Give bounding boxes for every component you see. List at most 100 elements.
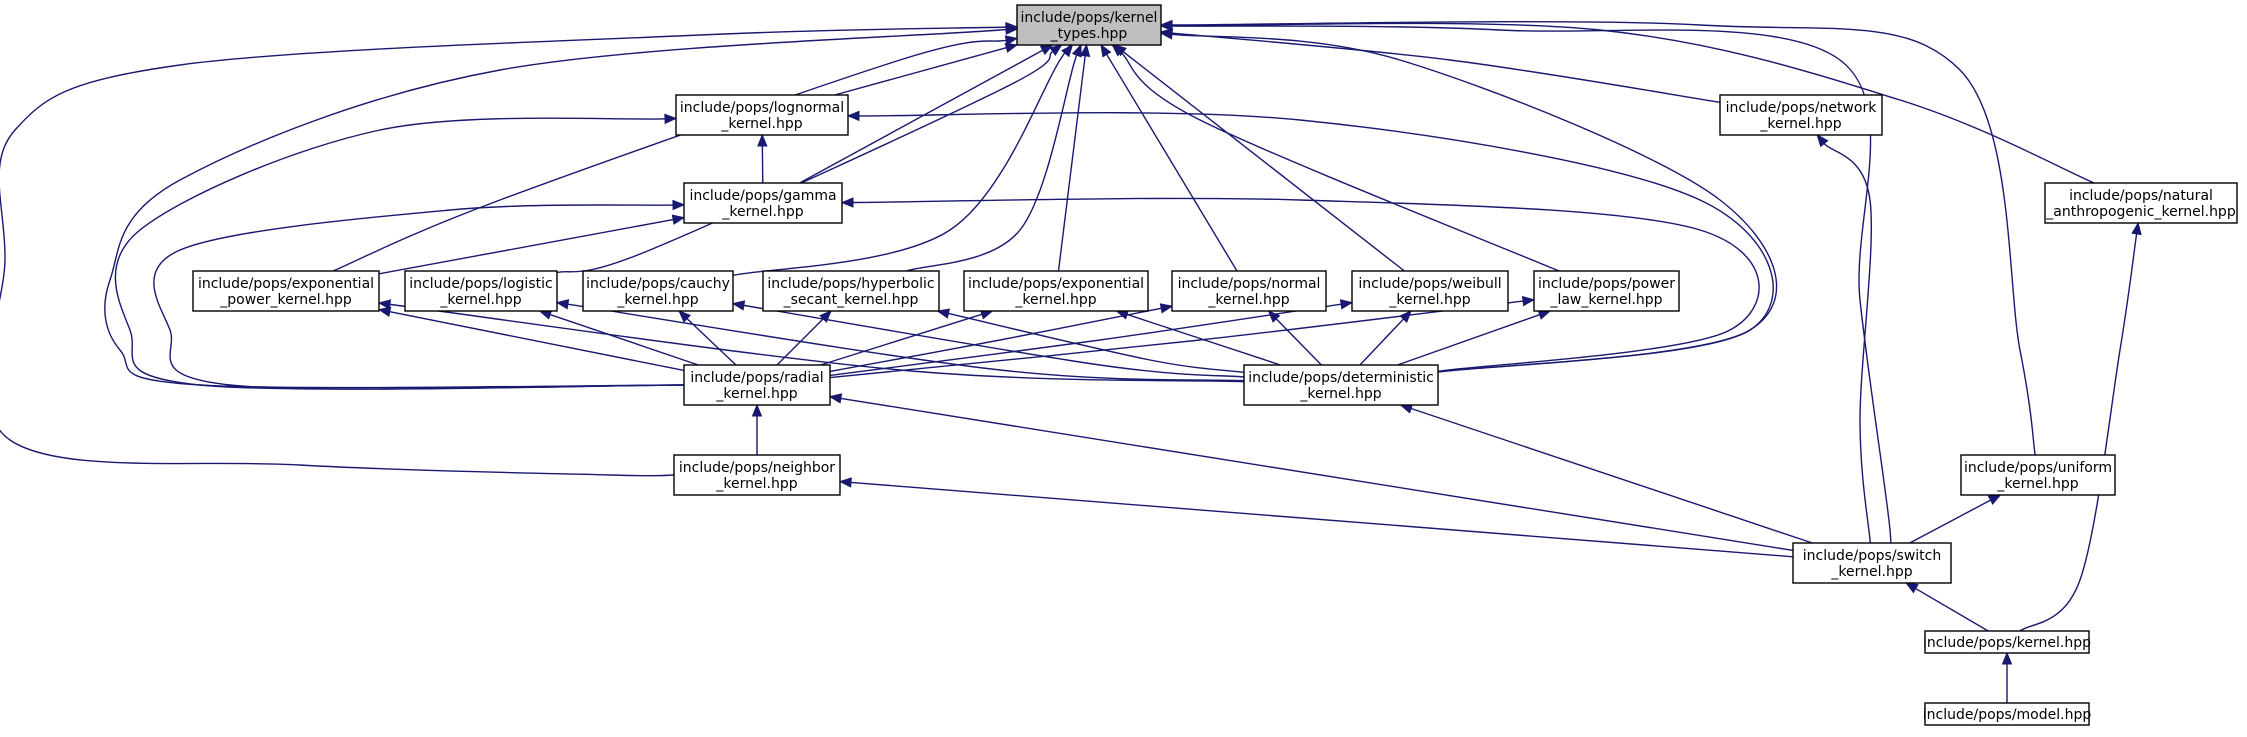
node-label-line: include/pops/kernel <box>1021 10 1158 26</box>
edge-line <box>858 111 1774 373</box>
node-gamma[interactable]: include/pops/gamma_kernel.hpp <box>683 182 843 224</box>
node-uniform[interactable]: include/pops/uniform_kernel.hpp <box>1960 454 2116 496</box>
node-label-line: include/pops/deterministic <box>1248 370 1434 386</box>
node-label-line: _kernel.hpp <box>1996 476 2078 492</box>
edge-switch-to-uniform <box>1909 494 2002 544</box>
node-natural[interactable]: include/pops/natural_anthropogenic_kerne… <box>2044 182 2238 224</box>
edge-deterministic-to-weibull <box>1359 310 1412 366</box>
node-box <box>1016 4 1162 46</box>
edge-deterministic-to-cauchy <box>731 300 1245 378</box>
arrowhead <box>1061 43 1074 58</box>
edge-line <box>1171 22 2095 184</box>
node-deterministic[interactable]: include/pops/deterministic_kernel.hpp <box>1243 364 1439 406</box>
arrowhead <box>1071 43 1082 58</box>
node-label-line: _kernel.hpp <box>1207 292 1289 308</box>
arrowhead <box>840 197 854 208</box>
edge-lognormal-to-kernel_types <box>834 42 1019 96</box>
node-neighbor[interactable]: include/pops/neighbor_kernel.hpp <box>673 454 841 496</box>
edge-line <box>1909 499 1991 544</box>
edge-power_law-to-kernel_types <box>1111 44 1560 272</box>
node-switch[interactable]: include/pops/switch_kernel.hpp <box>1792 542 1952 584</box>
edge-neighbor-to-kernel_types <box>0 21 1019 477</box>
edge-kernel-to-natural <box>2019 221 2142 632</box>
arrowhead <box>377 306 392 317</box>
node-box <box>582 270 734 312</box>
node-exponential[interactable]: include/pops/exponential_kernel.hpp <box>963 270 1149 312</box>
node-exp-power[interactable]: include/pops/exponential_power_kernel.hp… <box>192 270 380 312</box>
edge-line <box>829 303 1342 377</box>
node-box <box>1533 270 1680 312</box>
node-label-line: _kernel.hpp <box>439 292 521 308</box>
edge-line <box>1120 51 1560 272</box>
edge-line <box>567 303 1245 382</box>
node-normal[interactable]: include/pops/normal_kernel.hpp <box>1171 270 1327 312</box>
node-label-line: _kernel.hpp <box>720 116 802 132</box>
arrowhead <box>1079 43 1091 58</box>
edge-model-to-kernel <box>2001 651 2013 703</box>
edge-line <box>799 49 1044 184</box>
edge-line <box>840 397 1794 552</box>
arrowhead <box>1267 310 1281 323</box>
edge-deterministic-to-gamma <box>840 197 1760 372</box>
node-label-line: include/pops/cauchy <box>586 276 730 292</box>
edge-logistic-to-kernel_types <box>556 44 1063 274</box>
edge-switch-to-deterministic <box>1399 403 1813 544</box>
arrowhead <box>1159 27 1173 39</box>
node-model[interactable]: include/pops/model.hpp <box>1923 702 2092 726</box>
node-weibull[interactable]: include/pops/weibull_kernel.hpp <box>1351 270 1509 312</box>
node-box <box>762 270 940 312</box>
node-lognormal[interactable]: include/pops/lognormal_kernel.hpp <box>675 94 849 136</box>
node-network[interactable]: include/pops/network_kernel.hpp <box>1719 94 1883 136</box>
edge-radial-to-gamma <box>153 199 686 390</box>
node-box <box>1924 702 2090 726</box>
node-kernel[interactable]: include/pops/kernel.hpp <box>1923 630 2091 654</box>
node-cauchy[interactable]: include/pops/cauchy_kernel.hpp <box>582 270 734 312</box>
node-power-law[interactable]: include/pops/power_law_kernel.hpp <box>1533 270 1680 312</box>
node-label-line: _kernel.hpp <box>715 386 797 402</box>
node-label-line: include/pops/uniform <box>1964 460 2112 476</box>
arrowhead <box>678 310 692 323</box>
edge-hyperbolic-to-kernel_types <box>906 43 1082 272</box>
edge-line <box>332 39 1007 272</box>
edge-line <box>948 312 1245 373</box>
node-label-line: _kernel.hpp <box>715 476 797 492</box>
node-logistic[interactable]: include/pops/logistic_kernel.hpp <box>404 270 558 312</box>
node-box <box>192 270 380 312</box>
edge-neighbor-to-radial <box>751 403 763 455</box>
node-box <box>2044 182 2238 224</box>
node-label-line: _types.hpp <box>1050 26 1128 42</box>
node-label-line: include/pops/gamma <box>689 188 836 204</box>
node-box <box>404 270 558 312</box>
edge-cauchy-to-kernel_types <box>732 43 1074 277</box>
node-label-line: _power_kernel.hpp <box>219 292 352 308</box>
arrowhead <box>2001 651 2013 665</box>
node-box <box>683 182 843 224</box>
edge-deterministic-to-lognormal <box>846 110 1774 373</box>
edge-line <box>686 318 737 366</box>
edge-line <box>1122 51 1405 272</box>
edge-line <box>820 313 983 366</box>
node-radial[interactable]: include/pops/radial_kernel.hpp <box>683 364 831 406</box>
node-label-line: _kernel.hpp <box>1388 292 1470 308</box>
edge-network-to-kernel_types <box>1159 27 1721 103</box>
node-kernel-types[interactable]: include/pops/kernel_types.hpp <box>1016 4 1162 46</box>
node-label-line: include/pops/switch <box>1803 548 1941 564</box>
edge-switch-to-neighbor <box>838 477 1794 558</box>
arrowhead <box>1111 44 1125 57</box>
edge-deterministic-to-logistic <box>555 299 1245 382</box>
edge-line <box>0 26 1007 477</box>
node-label-line: include/pops/power <box>1538 276 1675 292</box>
node-label-line: _law_kernel.hpp <box>1549 292 1662 308</box>
node-label-line: _kernel.hpp <box>721 204 803 220</box>
arrowhead <box>1100 43 1112 58</box>
edge-line <box>389 303 1245 383</box>
arrowhead <box>838 477 852 488</box>
edges-layer <box>0 19 2142 703</box>
node-label-line: _kernel.hpp <box>1830 564 1912 580</box>
arrowhead <box>555 299 570 310</box>
node-label-line: include/pops/exponential <box>968 276 1144 292</box>
arrowhead <box>1816 133 1829 148</box>
node-hyperbolic[interactable]: include/pops/hyperbolic_secant_kernel.hp… <box>762 270 940 312</box>
node-box <box>1351 270 1509 312</box>
